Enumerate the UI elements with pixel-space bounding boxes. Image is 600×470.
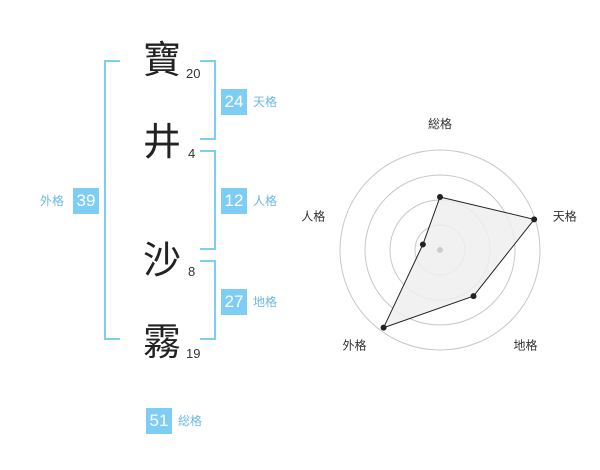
gaikaku-value: 39 [73,188,99,214]
radar-axis-label-1: 総格 [428,116,452,131]
radar-ring-4 [339,149,541,351]
name-char-3: 沙 [142,238,181,282]
radar-point-3 [470,293,477,300]
radar-point-4 [380,324,387,331]
radar-center [437,247,443,253]
soukaku-value: 51 [146,408,172,434]
jinkaku-value: 12 [221,188,247,214]
chikaku-bracket [200,260,216,340]
tenkaku-label: 天格 [253,95,278,109]
stroke-count-1: 20 [186,66,201,81]
jinkaku-bracket [200,150,216,250]
radar-axis-label-2: 天格 [553,209,577,224]
name-char-2: 井 [142,120,181,164]
chikaku-label: 地格 [253,295,278,309]
radar-axis-label-3: 地格 [513,337,537,352]
jinkaku-label: 人格 [253,194,278,208]
radar-area [382,196,536,329]
radar-point-2 [531,216,538,223]
soukaku-label: 総格 [178,414,203,428]
radar-axis-label-5: 人格 [301,209,325,224]
gaikaku-label: 外格 [40,194,65,208]
radar-axis-label-4: 外格 [343,337,367,352]
radar-ring-3 [364,174,516,326]
stroke-count-4: 19 [186,346,201,361]
radar-point-1 [437,194,443,200]
stroke-count-2: 4 [188,146,196,161]
chikaku-value: 27 [221,289,247,315]
tenkaku-bracket [200,60,216,140]
name-char-4: 霧 [142,320,181,364]
radar-point-5 [419,241,426,248]
gaikaku-bracket [104,60,120,340]
stroke-count-3: 8 [188,264,196,279]
name-char-1: 寶 [142,38,181,82]
tenkaku-value: 24 [221,89,247,115]
